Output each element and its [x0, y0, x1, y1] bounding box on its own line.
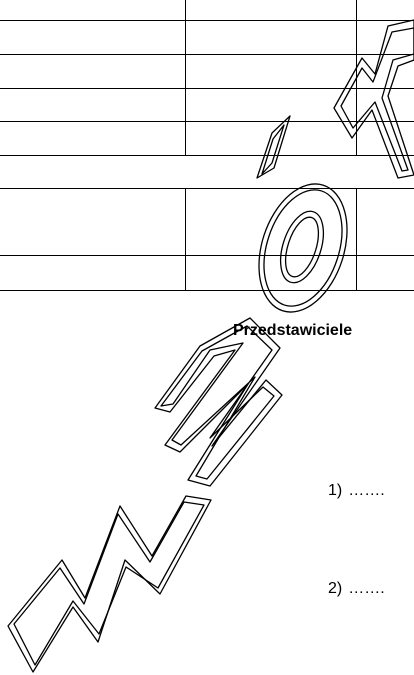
- table-row-divider: [0, 188, 414, 189]
- table-row-divider: [0, 155, 414, 156]
- watermark-letter-o: [258, 183, 348, 313]
- table-column-divider: [356, 188, 357, 290]
- signature-line-1: 1) …….: [328, 482, 385, 500]
- table-column-divider: [356, 0, 357, 155]
- table-row-divider: [0, 255, 414, 256]
- representatives-heading: Przedstawiciele: [233, 322, 353, 339]
- signature-number: 2): [328, 580, 343, 597]
- table-row-divider: [0, 20, 414, 21]
- table-column-divider: [185, 188, 186, 290]
- table-row-divider: [0, 290, 414, 291]
- table-row-divider: [0, 54, 414, 55]
- watermark-letter-w: [7, 495, 212, 673]
- watermark-letter-z: [154, 317, 283, 487]
- signature-line-2: 2) …….: [328, 580, 385, 598]
- watermark-accent: [256, 115, 291, 179]
- signature-number: 1): [328, 482, 343, 499]
- signature-dots: …….: [348, 482, 385, 499]
- table-column-divider: [185, 0, 186, 155]
- table-row-divider: [0, 121, 414, 122]
- signature-dots: …….: [348, 580, 385, 597]
- table-row-divider: [0, 88, 414, 89]
